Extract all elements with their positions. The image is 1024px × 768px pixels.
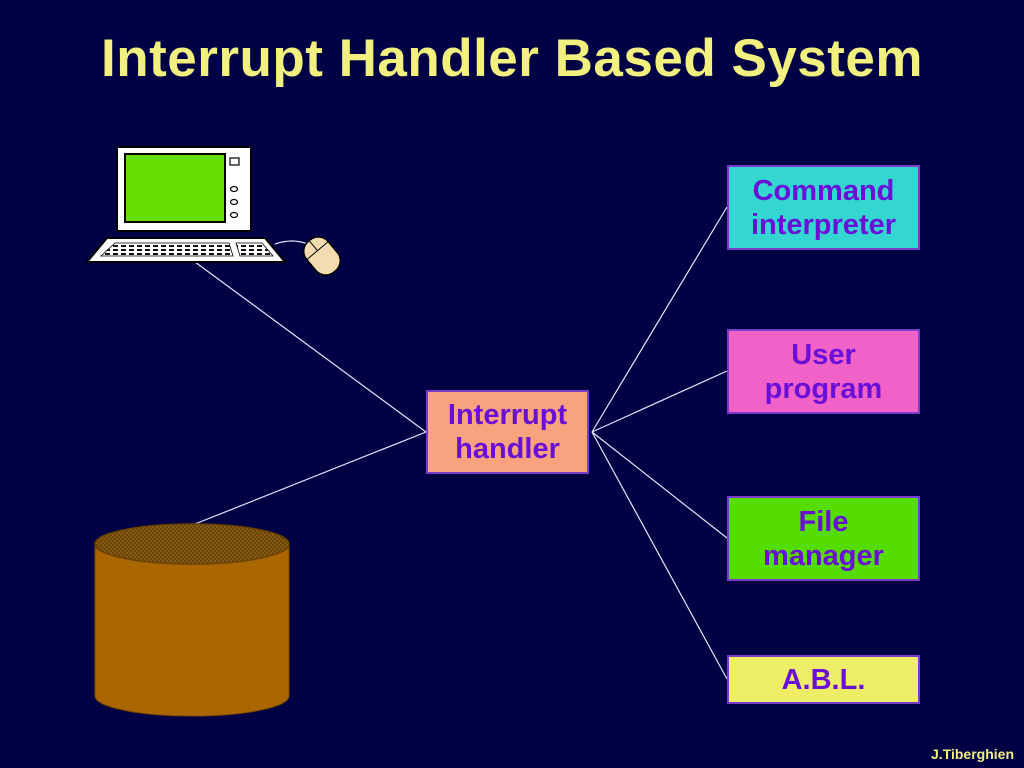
- slide-title: Interrupt Handler Based System: [100, 29, 923, 88]
- connector-handler-to-file: [591, 431, 728, 539]
- abl-label: A.B.L.: [781, 663, 866, 696]
- author-footer: J.Tiberghien: [931, 746, 1014, 762]
- mouse-icon: [274, 236, 342, 276]
- interrupt-handler-label-line2: handler: [455, 433, 560, 465]
- disk-cylinder-icon: [94, 523, 290, 717]
- user-program-label-line2: program: [764, 372, 883, 405]
- abl-box: A.B.L.: [727, 655, 920, 704]
- interrupt-handler-label-line1: Interrupt: [447, 399, 568, 431]
- file-manager-box: File manager: [727, 496, 920, 581]
- file-manager-label-line1: File: [798, 505, 849, 538]
- connector-handler-to-command: [591, 206, 728, 433]
- user-program-label-line1: User: [791, 338, 856, 371]
- user-program-box: User program: [727, 329, 920, 414]
- interrupt-handler-box: Interrupt handler: [426, 390, 589, 474]
- computer-icon: [84, 146, 288, 263]
- connector-handler-to-abl: [591, 431, 728, 680]
- connector-handler-to-user: [591, 370, 728, 433]
- command-interpreter-label-line2: interpreter: [750, 208, 897, 241]
- file-manager-label-line2: manager: [763, 539, 884, 572]
- connector-computer-to-handler: [194, 261, 427, 433]
- command-interpreter-box: Command interpreter: [727, 165, 920, 250]
- command-interpreter-label-line1: Command: [752, 174, 895, 207]
- connector-disk-to-handler: [194, 431, 427, 525]
